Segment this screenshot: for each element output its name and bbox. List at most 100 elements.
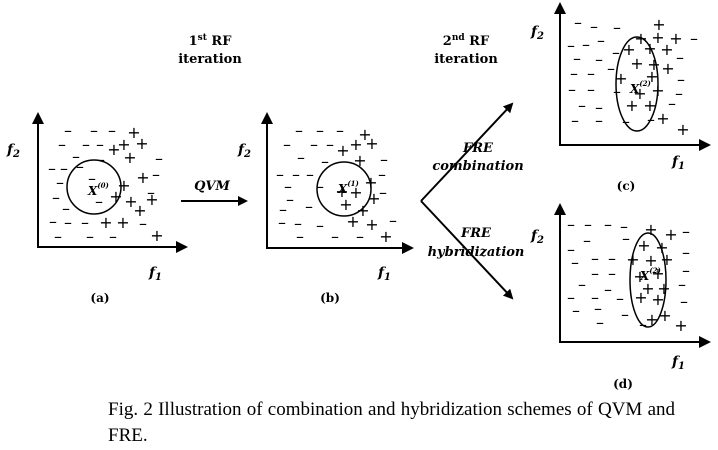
positive-sample-mark: + <box>644 251 657 270</box>
positive-sample-mark: + <box>661 59 674 78</box>
positive-sample-mark: + <box>335 182 348 201</box>
negative-sample-mark: – <box>58 135 66 154</box>
positive-sample-mark: + <box>135 134 148 153</box>
x-axis-label-a: f1 <box>148 265 162 283</box>
negative-sample-mark: – <box>295 121 303 140</box>
y-axis-label-a: f2 <box>6 142 20 160</box>
positive-sample-mark: + <box>645 67 658 86</box>
negative-sample-mark: – <box>567 240 575 259</box>
positive-sample-mark: + <box>660 40 673 59</box>
negative-sample-mark: – <box>62 199 70 218</box>
negative-sample-mark: – <box>305 197 313 216</box>
negative-sample-mark: – <box>578 275 586 294</box>
negative-sample-mark: – <box>306 165 314 184</box>
negative-sample-mark: – <box>604 215 612 234</box>
positive-sample-mark: + <box>669 29 682 48</box>
positive-sample-mark: + <box>651 28 664 47</box>
negative-sample-mark: – <box>587 80 595 99</box>
negative-sample-mark: – <box>60 159 68 178</box>
negative-sample-mark: – <box>331 227 339 246</box>
axes-a <box>37 122 177 248</box>
negative-sample-mark: – <box>590 17 598 36</box>
positive-sample-mark: + <box>367 189 380 208</box>
negative-sample-mark: – <box>578 96 586 115</box>
negative-sample-mark: – <box>595 111 603 130</box>
positive-sample-mark: + <box>349 135 362 154</box>
negative-sample-mark: – <box>622 229 630 248</box>
second-iteration-label: 2nd RF <box>443 33 490 49</box>
x-axis-label-b: f1 <box>377 265 391 283</box>
negative-sample-mark: – <box>284 177 292 196</box>
positive-sample-mark: + <box>364 173 377 192</box>
negative-sample-mark: – <box>622 112 630 131</box>
negative-sample-mark: – <box>608 249 616 268</box>
positive-sample-mark: + <box>349 183 362 202</box>
negative-sample-mark: – <box>147 183 155 202</box>
negative-sample-mark: – <box>567 36 575 55</box>
positive-sample-mark: + <box>123 148 136 167</box>
negative-sample-mark: – <box>139 214 147 233</box>
negative-sample-mark: – <box>389 211 397 230</box>
negative-sample-mark: – <box>677 70 685 89</box>
negative-sample-mark: – <box>310 135 318 154</box>
negative-sample-mark: – <box>572 301 580 320</box>
negative-sample-mark: – <box>380 150 388 169</box>
fre-hybridization-label-1: FRE <box>460 226 492 241</box>
positive-sample-mark: + <box>356 201 369 220</box>
negative-sample-mark: – <box>678 275 686 294</box>
panel-b: f2 f1 X(1) ++++++++++++++–––––––––––––––… <box>237 112 414 305</box>
negative-sample-mark: – <box>286 190 294 209</box>
negative-sample-mark: – <box>48 159 56 178</box>
negative-sample-mark: – <box>64 213 72 232</box>
negative-sample-mark: – <box>567 288 575 307</box>
negative-sample-mark: – <box>571 253 579 272</box>
negative-sample-mark: – <box>682 243 690 262</box>
first-iteration-label: 1st RF <box>189 33 233 49</box>
positive-sample-mark: + <box>346 212 359 231</box>
positive-sample-mark: + <box>643 96 656 115</box>
positive-sample-mark: + <box>622 40 635 59</box>
negative-sample-mark: – <box>336 121 344 140</box>
negative-sample-mark: – <box>596 313 604 332</box>
negative-sample-mark: – <box>72 147 80 166</box>
fre-combination-arrow <box>420 102 514 202</box>
negative-sample-mark: – <box>647 110 655 129</box>
negative-sample-mark: – <box>296 227 304 246</box>
negative-sample-mark: – <box>321 152 329 171</box>
negative-sample-mark: – <box>591 264 599 283</box>
negative-sample-mark: – <box>595 50 603 69</box>
positive-sample-mark: + <box>353 151 366 170</box>
y-arrow-c <box>554 2 566 14</box>
fre-hybridization-label-2: hybridization <box>428 245 525 260</box>
positive-sample-mark: + <box>676 120 689 139</box>
negative-sample-mark: – <box>571 111 579 130</box>
negative-sample-mark: – <box>356 227 364 246</box>
negative-sample-mark: – <box>82 135 90 154</box>
positive-sample-mark: + <box>379 227 392 246</box>
negative-sample-mark: – <box>567 215 575 234</box>
positive-sample-mark: + <box>660 250 673 269</box>
positive-sample-mark: + <box>339 195 352 214</box>
positive-sample-mark: + <box>651 290 664 309</box>
negative-sample-mark: – <box>582 35 590 54</box>
negative-sample-mark: – <box>690 29 698 48</box>
negative-sample-mark: – <box>86 227 94 246</box>
y-arrow-d <box>554 203 566 215</box>
y-arrow-b <box>261 112 273 124</box>
positive-sample-mark: + <box>365 215 378 234</box>
x-arrow-d <box>699 336 711 348</box>
negative-sample-mark: – <box>639 315 647 334</box>
negative-sample-mark: – <box>682 222 690 241</box>
negative-sample-mark: – <box>292 165 300 184</box>
panel-label-d: (d) <box>613 377 633 391</box>
query-point-c: X(2) <box>629 79 651 96</box>
positive-sample-mark: + <box>664 225 677 244</box>
negative-sample-mark: – <box>81 213 89 232</box>
positive-sample-mark: + <box>127 123 140 142</box>
positive-sample-mark: + <box>117 135 130 154</box>
positive-sample-mark: + <box>630 54 643 73</box>
negative-sample-mark: – <box>278 213 286 232</box>
panel-c: f2 f1 X(2) ++++++++++++++++++–––––––––––… <box>530 2 711 193</box>
positive-sample-mark: + <box>336 141 349 160</box>
negative-sample-mark: – <box>108 121 116 140</box>
